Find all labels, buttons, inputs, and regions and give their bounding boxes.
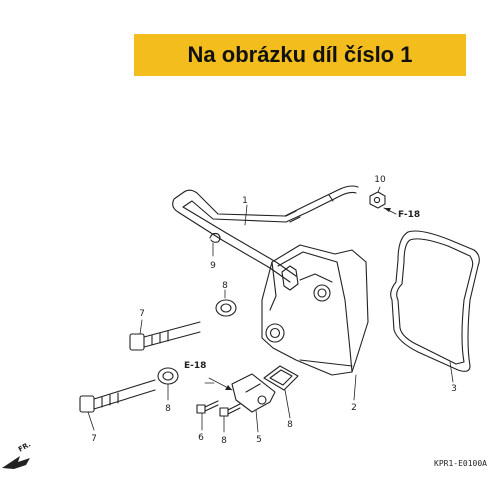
bolt-lower <box>79 379 156 413</box>
callout-7-lower: 7 <box>91 434 97 444</box>
front-direction-arrow <box>2 456 30 469</box>
callout-8-washer-lower: 8 <box>165 404 171 414</box>
small-bolt-6 <box>196 400 219 414</box>
part-number-banner: Na obrázku díl číslo 1 <box>134 34 466 76</box>
diagram-code: KPR1-E0100A <box>434 459 487 468</box>
hose-clip <box>209 232 221 243</box>
cylinder-head-cover <box>261 244 369 376</box>
nut-part <box>369 191 386 209</box>
callout-10: 10 <box>374 175 386 185</box>
valve-plate <box>263 365 299 391</box>
callout-7-upper: 7 <box>139 309 145 319</box>
breather-hose <box>172 185 359 283</box>
bolt-upper <box>129 321 201 351</box>
banner-text: Na obrázku díl číslo 1 <box>187 42 413 67</box>
ref-arrowhead-f18 <box>384 208 391 212</box>
ref-label-f18: F-18 <box>398 210 420 220</box>
callout-6: 6 <box>198 433 204 443</box>
callout-9: 9 <box>210 261 216 271</box>
seal-washer-lower <box>157 367 179 385</box>
small-bolt-8 <box>219 403 241 417</box>
callout-3: 3 <box>451 384 457 394</box>
leader-lines <box>87 186 454 433</box>
gasket <box>390 230 480 372</box>
valve-body <box>231 373 276 413</box>
callout-8-plate: 8 <box>287 420 293 430</box>
ref-arrowhead-e18 <box>225 385 232 390</box>
callout-8-bolt: 8 <box>221 436 227 446</box>
callout-2: 2 <box>351 403 357 413</box>
callout-1: 1 <box>242 196 248 206</box>
front-marker-label: FR. <box>17 440 32 453</box>
ref-label-e18: E-18 <box>184 361 206 371</box>
callout-5: 5 <box>256 435 262 445</box>
seal-washer-upper <box>215 299 237 317</box>
callout-8-washer-upper: 8 <box>222 281 228 291</box>
